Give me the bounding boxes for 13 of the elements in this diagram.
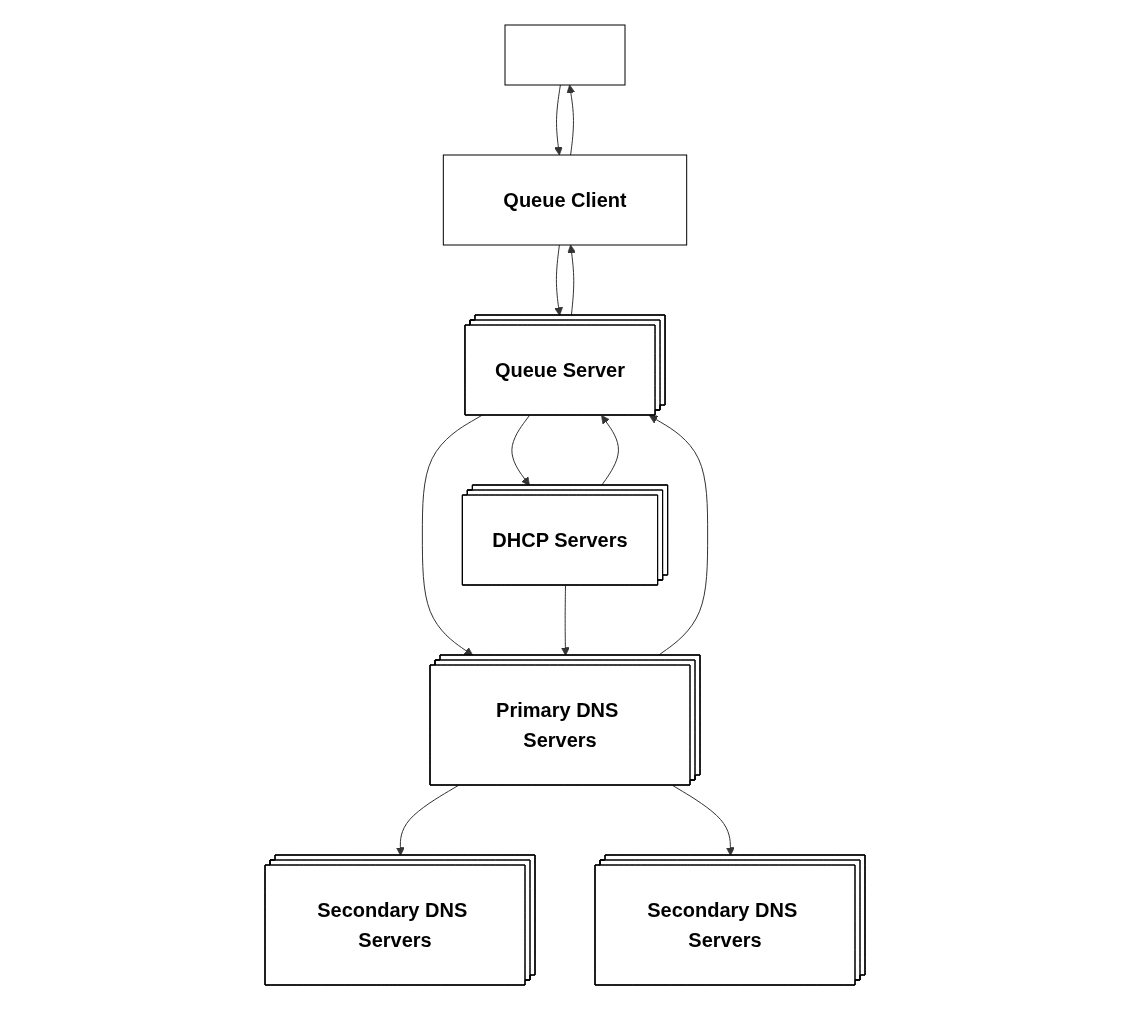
arrow [560,585,570,656]
node-box: Queue Client [442,154,687,246]
arrow [600,415,619,486]
node-box [504,24,625,86]
arrow [648,415,708,656]
arrow [553,84,563,156]
arrow [553,244,563,316]
arrow [566,244,576,316]
arrow [671,785,735,856]
arrow [421,415,482,656]
arrow [510,415,530,486]
arrow [566,84,575,156]
arrow [395,785,459,856]
